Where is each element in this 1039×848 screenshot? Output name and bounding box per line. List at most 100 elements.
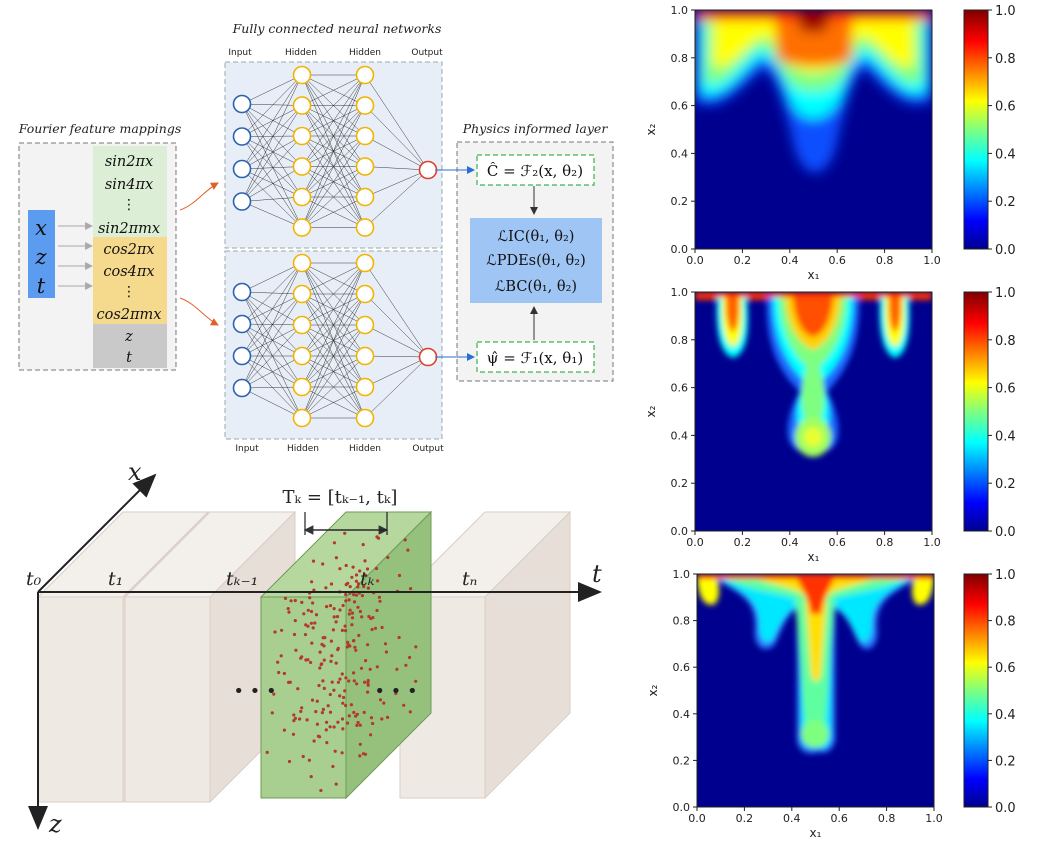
neuron-hidden1-0 [292, 253, 312, 273]
bottom-label-hidden2: Hidden [349, 444, 381, 454]
input-vector [28, 210, 55, 298]
heatmap-3 [696, 573, 935, 808]
c-output-box [476, 154, 595, 186]
bottom-label-output: Output [412, 444, 444, 454]
heatmap-panels: 0.0 0.2 0.4 0.6 0.8 1.0 0.0 0.2 0.4 0.6 0.8 1.0 0.0 0… [644, 4, 1016, 840]
heatmap-ticks: 0.0 0.2 0.4 0.6 0.8 1.0 0.0 0.2 0.4 0.6 0.8 1.0 0.0 0… [644, 4, 1016, 840]
neuron-hidden1-2 [292, 315, 312, 335]
neuron-input-3 [232, 378, 252, 398]
heatmap-2-ytick: 0.2 [671, 477, 689, 490]
heatmap-1 [694, 9, 933, 250]
axis-t-label: t [592, 560, 602, 588]
colorbar-2-tick: 0.2 [995, 477, 1016, 492]
heatmap-1-xlabel: x₁ [808, 268, 820, 282]
neuron-hidden2-1 [355, 284, 375, 304]
heatmap-3-ytick: 0.2 [673, 754, 691, 767]
tN-label: tₙ [462, 568, 477, 590]
heatmap-1-ylabel: x₂ [644, 123, 658, 135]
to-top-net-arrow [179, 182, 219, 211]
colorbar-3-tick: 0.4 [995, 708, 1016, 723]
heatmap-2-ytick: 0.4 [671, 429, 689, 442]
passthrough-block [93, 324, 167, 368]
timeline-panel: x t z t₀ t₁ tₖ₋₁ tₖ tₙ Tₖ = [tₖ₋₁, tₖ] •… [26, 458, 602, 838]
heatmap-3-ytick: 0.4 [673, 708, 691, 721]
physics-title: Physics informed layer [462, 121, 609, 136]
loss-bc: ℒBC(θ₁, θ₂) [495, 279, 577, 295]
nn-title: Fully connected neural networks [232, 21, 442, 36]
heatmap-3-xtick: 0.4 [783, 812, 801, 825]
heatmap-3-xtick: 0.6 [830, 812, 848, 825]
bottom-label-input: Input [235, 444, 259, 454]
neuron-hidden2-5 [355, 408, 375, 428]
cos-ellipsis: ⋮ [122, 284, 136, 300]
colorbar-3-tick: 0.8 [995, 615, 1016, 630]
heatmap-3-ylabel: x₂ [646, 684, 660, 696]
sin-feature-block [93, 146, 167, 237]
heatmap-3-xtick: 0.2 [736, 812, 754, 825]
colorbar-3-tick: 1.0 [995, 568, 1016, 583]
physics-panel: Physics informed layer Ĉ = ℱ₂(x, θ₂) ψ̂ … [435, 121, 614, 382]
pass-z: z [124, 329, 133, 345]
neuron-hidden1-0 [292, 65, 312, 85]
heatmap-2-xtick: 1.0 [923, 536, 941, 549]
neuron-input-1 [232, 127, 252, 146]
psi-output-box [476, 341, 595, 373]
loss-pdes: ℒPDEs(θ₁, θ₂) [486, 253, 585, 269]
neuron-hidden1-5 [292, 218, 312, 237]
neuron-hidden2-0 [355, 65, 375, 85]
heatmap-1-ytick: 0.8 [671, 52, 689, 65]
heatmap-1-ytick: 0.2 [671, 195, 689, 208]
t0-label: t₀ [26, 568, 42, 590]
colorbar-1-tick: 0.4 [995, 147, 1016, 162]
top-label-input: Input [228, 48, 252, 58]
heatmap-2-ytick: 0.6 [671, 382, 689, 395]
bottom-network [232, 253, 438, 428]
neuron-input-2 [232, 346, 252, 366]
input-x: x [35, 216, 47, 240]
neuron-input-2 [232, 159, 252, 179]
neuron-hidden2-2 [355, 126, 375, 146]
sin-ellipsis: ⋮ [122, 197, 136, 213]
heatmap-2-xtick: 0.0 [686, 536, 704, 549]
neuron-hidden1-3 [292, 346, 312, 366]
axis-z-label: z [48, 810, 62, 838]
slab-3 [398, 510, 572, 800]
heatmap-1-ytick: 0.6 [671, 100, 689, 113]
colorbar-1-tick: 0.6 [995, 100, 1016, 115]
colorbar-1-tick: 0.0 [995, 243, 1016, 258]
interval-label: Tₖ = [tₖ₋₁, tₖ] [283, 487, 398, 508]
cos-term-m: cos2πmx [97, 307, 162, 323]
bottom-network-box [224, 250, 443, 440]
top-network [232, 65, 438, 237]
heatmap-3-ytick: 0.0 [673, 801, 691, 814]
pass-t: t [126, 350, 132, 366]
neuron-hidden1-4 [292, 187, 312, 207]
colorbar-1-tick: 0.2 [995, 195, 1016, 210]
neuron-hidden2-4 [355, 377, 375, 397]
heatmap-1-xtick: 0.2 [734, 254, 752, 267]
colorbar-1-tick: 1.0 [995, 4, 1016, 19]
heatmap-3-xtick: 0.8 [878, 812, 896, 825]
neuron-hidden1-1 [292, 96, 312, 115]
heatmap-2 [694, 291, 933, 532]
neuron-hidden2-3 [355, 346, 375, 366]
heatmap-2-ylabel: x₂ [644, 405, 658, 417]
neuron-hidden1-1 [292, 284, 312, 304]
heatmap-2-xtick: 0.6 [828, 536, 846, 549]
colorbar-3-tick: 0.2 [995, 754, 1016, 769]
psi-equation: ψ̂ = ℱ₁(x, θ₁) [487, 349, 583, 367]
x-axis [37, 473, 157, 593]
neuron-hidden1-4 [292, 377, 312, 397]
c-equation: Ĉ = ℱ₂(x, θ₂) [487, 162, 583, 180]
heatmap-2-xtick: 0.8 [876, 536, 894, 549]
neuron-input-1 [232, 314, 252, 334]
colorbar-3-tick: 0.0 [995, 801, 1016, 816]
neuron-input-0 [232, 282, 252, 302]
t1-label: t₁ [108, 568, 123, 590]
slab-active [259, 510, 433, 800]
sin-term-2: sin4πx [105, 177, 153, 193]
loss-box [470, 218, 602, 303]
neuron-input-3 [232, 192, 252, 211]
heatmap-1-ytick: 0.0 [671, 243, 689, 256]
